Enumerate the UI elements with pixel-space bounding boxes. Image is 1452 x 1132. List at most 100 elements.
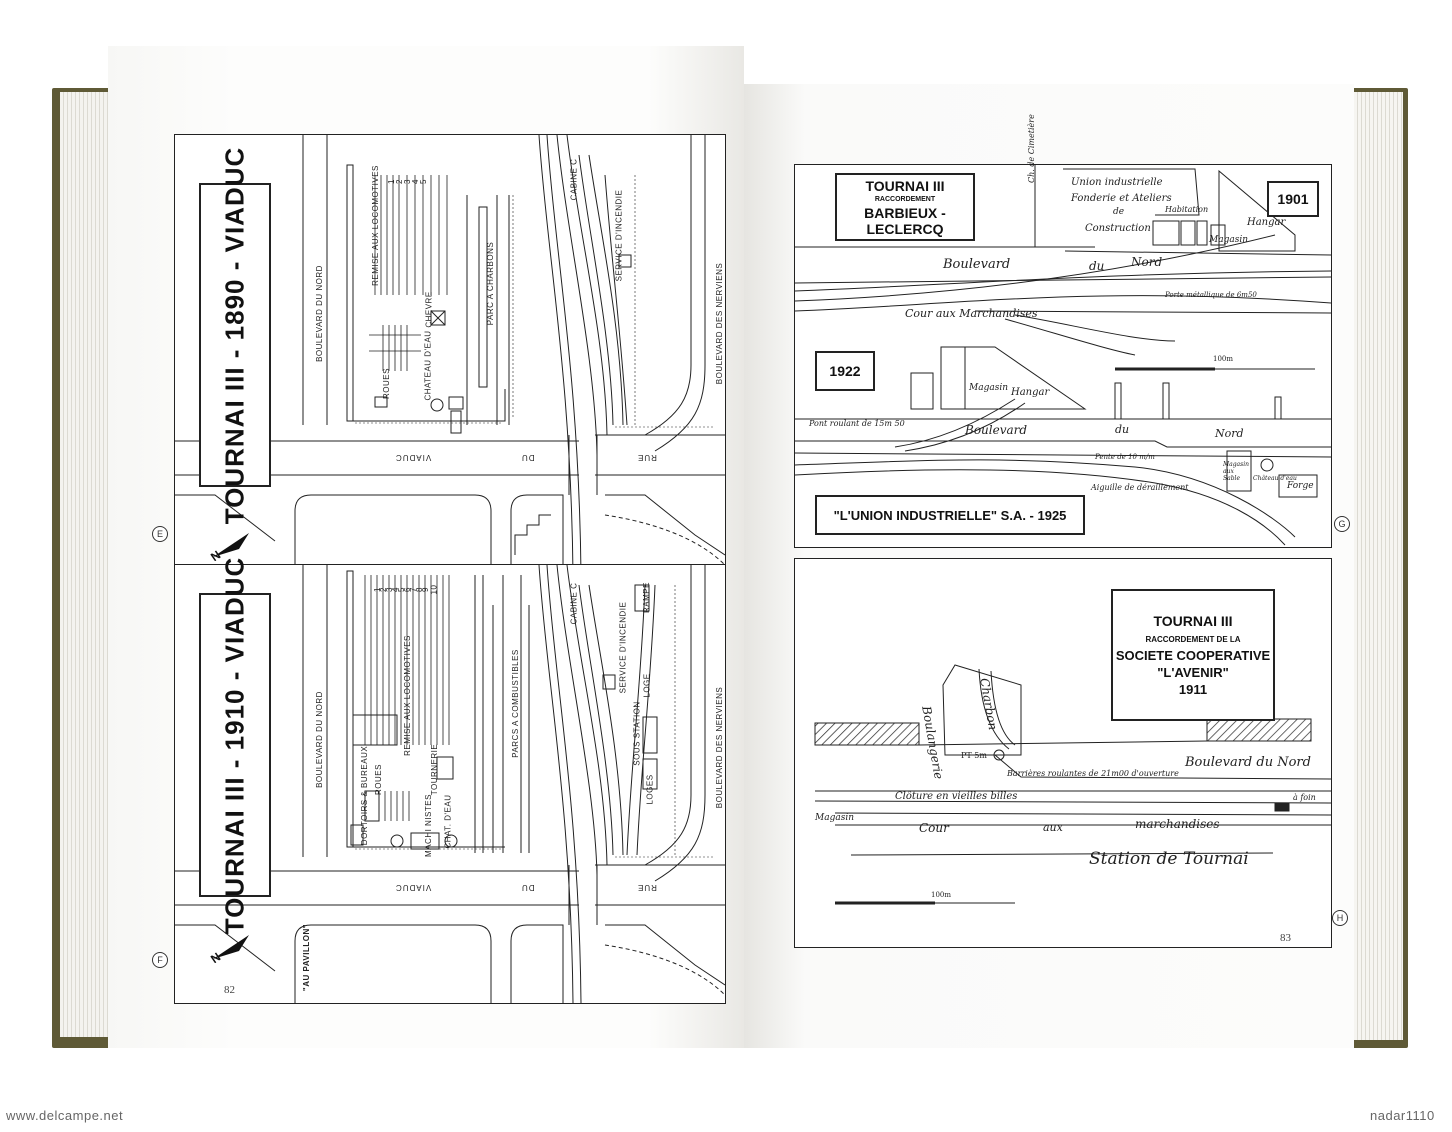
label-boulevard-nord-f: BOULEVARD DU NORD [314,691,324,788]
label-cabine-e: CABINE C [569,158,579,201]
plan-title-g-main: TOURNAI III [865,177,945,194]
label-loge-f: LOGE [642,673,652,698]
hand-nord-1922: Nord [1215,427,1244,440]
plan-title-h-main: TOURNAI III [1153,613,1233,629]
page-edges-right [1345,92,1403,1040]
hand-forge: Forge [1287,481,1314,491]
hand-boulevard-1901: Boulevard [943,257,1011,272]
watermark-right: nadar1110 [1370,1108,1435,1123]
label-cabine-f: CABINE C [569,582,579,625]
year-box-1901: 1901 [1267,181,1319,217]
plan-title-h-year: 1911 [1178,682,1208,697]
hand-barrieres: Barrières roulantes de 21m00 d'ouverture [1007,769,1179,778]
plan-title-box-f: TOURNAI III - 1910 - VIADUC [199,556,271,934]
label-parcs-f: PARCS A COMBUSTIBLES [510,649,520,758]
plan-drawing-f [175,565,725,1003]
label-du-f: DU [521,883,535,892]
plan-panel-f: TOURNAI III - 1910 - VIADUC N BOULEVARD … [174,556,726,1004]
label-loges-f: LOGES [645,774,655,805]
track-numbers-e: 1 2 3 4 5 [387,177,428,186]
hand-hangar-1901: Hangar [1247,217,1286,228]
hand-aiguille: Aiguille de déraillement [1091,483,1189,492]
year-box-1922: 1922 [815,351,875,391]
hand-du-1922: du [1115,423,1130,436]
page-number-right: 83 [1280,932,1291,944]
label-viaduc-e: VIADUC [395,453,432,462]
hand-a-foin: à foin [1293,793,1316,802]
hand-cloture: Clôture en vieilles billes [895,791,1018,802]
label-du-e: DU [521,453,535,462]
plan-title-box-h: TOURNAI III RACCORDEMENT DE LA SOCIETE C… [1111,589,1275,721]
hand-boulevard-nord-h: Boulevard du Nord [1185,755,1311,770]
hand-cimetiere: Ch. de Cimetière [1027,114,1036,183]
label-remise-f: REMISE AUX LOCOMOTIVES [402,635,412,756]
hand-cour-h: Cour [919,821,949,835]
hand-aux-h: aux [1043,821,1063,834]
plan-drawing-e [175,135,725,575]
plan-title-h-sub: RACCORDEMENT DE LA [1145,635,1241,644]
track-number: 9 [420,587,430,592]
watermark-left: www.delcampe.net [6,1108,124,1123]
scale-label-h: 100m [931,891,951,899]
label-machinistes-f: MACHI NISTES [423,794,433,857]
hand-magasin-1901: Magasin [1209,235,1249,245]
left-page: TOURNAI III - 1890 - VIADUC N BOULEVARD … [108,46,744,1048]
plan-title-box-g: TOURNAI III RACCORDEMENT BARBIEUX - LECL… [835,173,975,241]
hand-du-1901: du [1089,259,1105,273]
plan-title-g-name: BARBIEUX - LECLERCQ [864,204,946,237]
label-rampe-f: RAMPE [641,582,651,613]
plan-drawing-h [814,664,1331,905]
label-parc-e: PARC A CHARBONS [486,241,496,326]
hand-boulevard-1922: Boulevard [965,423,1028,437]
hand-chateau-eau: Château d'eau [1253,475,1297,482]
panel-letter-g: G [1334,516,1350,532]
plan-title-h-quote: "L'AVENIR" [1157,665,1229,680]
label-service-e: SERVICE D'INCENDIE [614,189,624,282]
label-chateau-f: CHAT. D'EAU [443,794,453,849]
plan-title-box-e: TOURNAI III - 1890 - VIADUC [199,146,271,524]
hand-porte: Porte métallique de 6m50 [1165,291,1257,299]
right-page: TOURNAI III RACCORDEMENT BARBIEUX - LECL… [744,84,1354,1048]
label-boulevard-nerviens-f: BOULEVARD DES NERVIENS [715,686,725,809]
plan-panel-e: TOURNAI III - 1890 - VIADUC N BOULEVARD … [174,134,726,576]
page-number-left: 82 [224,984,235,996]
panel-letter-h: H [1332,910,1348,926]
plan-panel-h: TOURNAI III RACCORDEMENT DE LA SOCIETE C… [794,558,1332,948]
hand-hangar-1922: Hangar [1011,387,1050,398]
label-sous-station-f: SOUS STATION [632,701,642,766]
hand-magasin-sable: Magasin aux Sable [1223,461,1250,482]
hand-fonderie: Fonderie et Ateliers [1071,193,1172,204]
label-rue-f: RUE [637,883,657,892]
hand-pont: Pont roulant de 15m 50 [809,419,905,428]
hand-construction: Construction [1085,223,1151,234]
label-boulevard-nord-e: BOULEVARD DU NORD [314,265,324,362]
label-tournerie-f: TOURNERIE [430,743,440,796]
track-numbers-f: 1 2 3 4 5 6 7 8 9 10 [373,584,439,595]
label-roues-e: ROUES [381,368,391,399]
bottom-title-box-g: "L'UNION INDUSTRIELLE" S.A. - 1925 [815,495,1085,535]
label-pavillon-f: "AU PAVILLON" [302,923,312,992]
hand-de: de [1113,207,1125,217]
hand-cour: Cour aux Marchandises [905,307,1038,320]
hand-habitation: Habitation [1165,205,1209,214]
label-service-f: SERVICE D'INCENDIE [618,601,628,694]
plan-title-e: TOURNAI III - 1890 - VIADUC [219,146,250,524]
label-chevre-e: CHEVRE [424,291,434,328]
hand-marchandises-h: marchandises [1135,817,1220,831]
north-arrow-icon: N [209,533,249,561]
label-remise-e: REMISE AUX LOCOMOTIVES [370,165,380,286]
label-dortoirs-f: DORTOIRS & BUREAUX [360,745,370,846]
page-edges-left [60,92,110,1037]
hand-magasin-h: Magasin [815,813,855,823]
label-roues-f: ROUES [373,764,383,795]
track-number: 5 [418,179,428,184]
label-rue-e: RUE [637,453,657,462]
plan-title-f: TOURNAI III - 1910 - VIADUC [219,556,250,934]
scale-label-g: 100m [1213,355,1233,363]
label-viaduc-f: VIADUC [395,883,432,892]
hand-nord-1901: Nord [1131,255,1163,269]
track-number: 10 [429,584,439,595]
label-boulevard-nerviens-e: BOULEVARD DES NERVIENS [715,262,725,385]
hand-pt: PT 5m [961,751,987,760]
panel-letter-f: F [152,952,168,968]
